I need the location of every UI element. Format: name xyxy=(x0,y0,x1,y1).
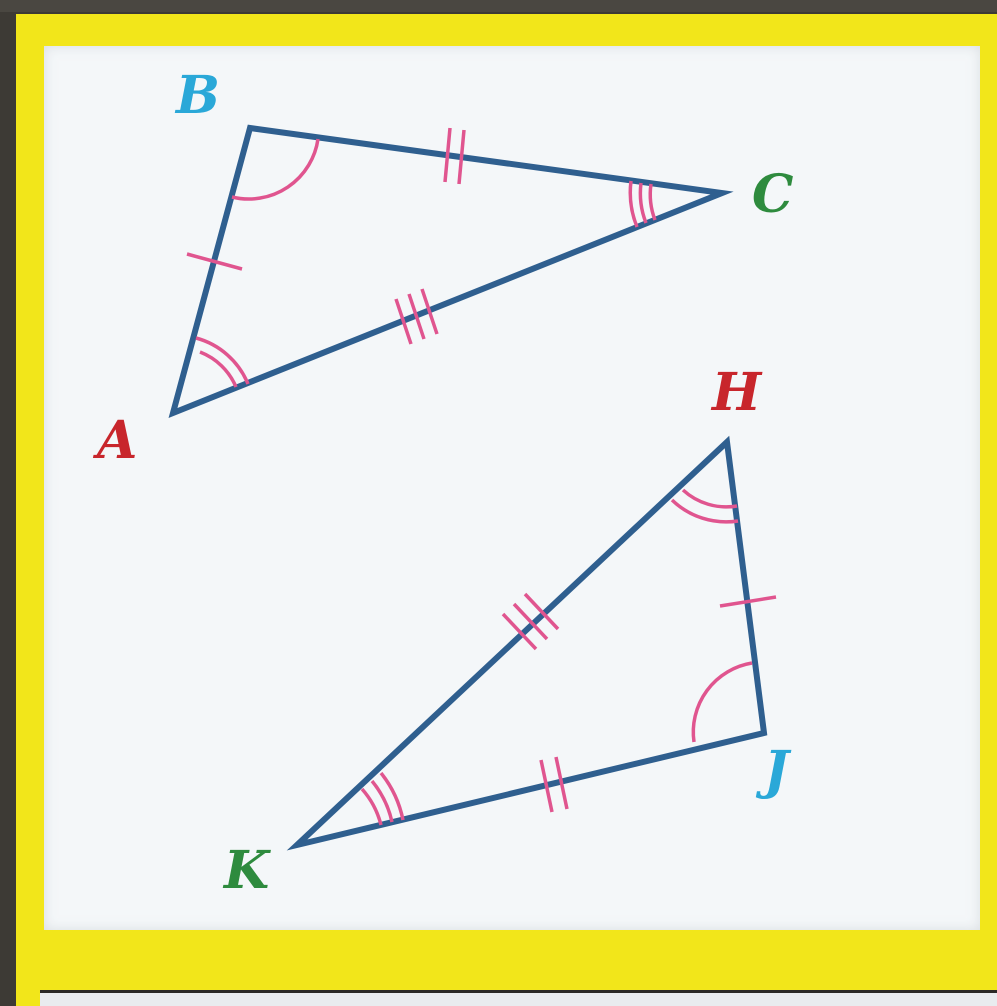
side-ab-tick xyxy=(186,252,243,271)
triangle-abc: A B C xyxy=(92,65,793,471)
triangle-hjk-outline xyxy=(286,435,768,851)
side-ac-tick-3 xyxy=(420,288,439,335)
vertex-label-b: B xyxy=(174,65,220,126)
angle-c-arc-1 xyxy=(628,180,639,228)
top-dark-strip xyxy=(0,0,997,12)
vertex-label-a: A xyxy=(92,410,137,471)
angle-k-arc-2 xyxy=(370,779,394,823)
angle-k-arc-3 xyxy=(379,771,405,821)
angle-a-arc-outer xyxy=(195,336,250,385)
angle-j-arc xyxy=(691,661,753,743)
angle-c-arc-2 xyxy=(638,182,648,224)
vertex-label-h: H xyxy=(710,362,763,423)
angle-a-arc-inner xyxy=(199,350,238,388)
next-panel-edge xyxy=(40,990,997,1006)
triangle-hjk: H J K xyxy=(222,362,792,901)
diagram-panel xyxy=(44,46,980,930)
vertex-label-c: C xyxy=(752,164,793,225)
vertex-label-k: K xyxy=(222,840,271,901)
side-ac-tick-1 xyxy=(394,298,413,345)
angle-k-arc-1 xyxy=(360,787,383,826)
triangle-abc-outline xyxy=(168,124,734,419)
angle-h-arc-inner xyxy=(681,488,738,509)
angle-c-arc-3 xyxy=(648,183,657,221)
angle-b-arc xyxy=(231,138,320,201)
side-jk-tick-2 xyxy=(554,756,569,810)
side-ac-tick-2 xyxy=(407,293,426,340)
side-bc-tick-1 xyxy=(443,127,452,183)
side-bc-tick-2 xyxy=(457,129,466,185)
side-hk-tick-1 xyxy=(501,612,538,651)
side-jk-tick-1 xyxy=(539,759,554,813)
side-hj-tick xyxy=(719,595,777,608)
vertex-label-j: J xyxy=(755,740,792,801)
angle-h-arc-outer xyxy=(670,498,739,524)
side-hk-tick-2 xyxy=(512,602,549,641)
side-hk-tick-3 xyxy=(523,592,560,631)
